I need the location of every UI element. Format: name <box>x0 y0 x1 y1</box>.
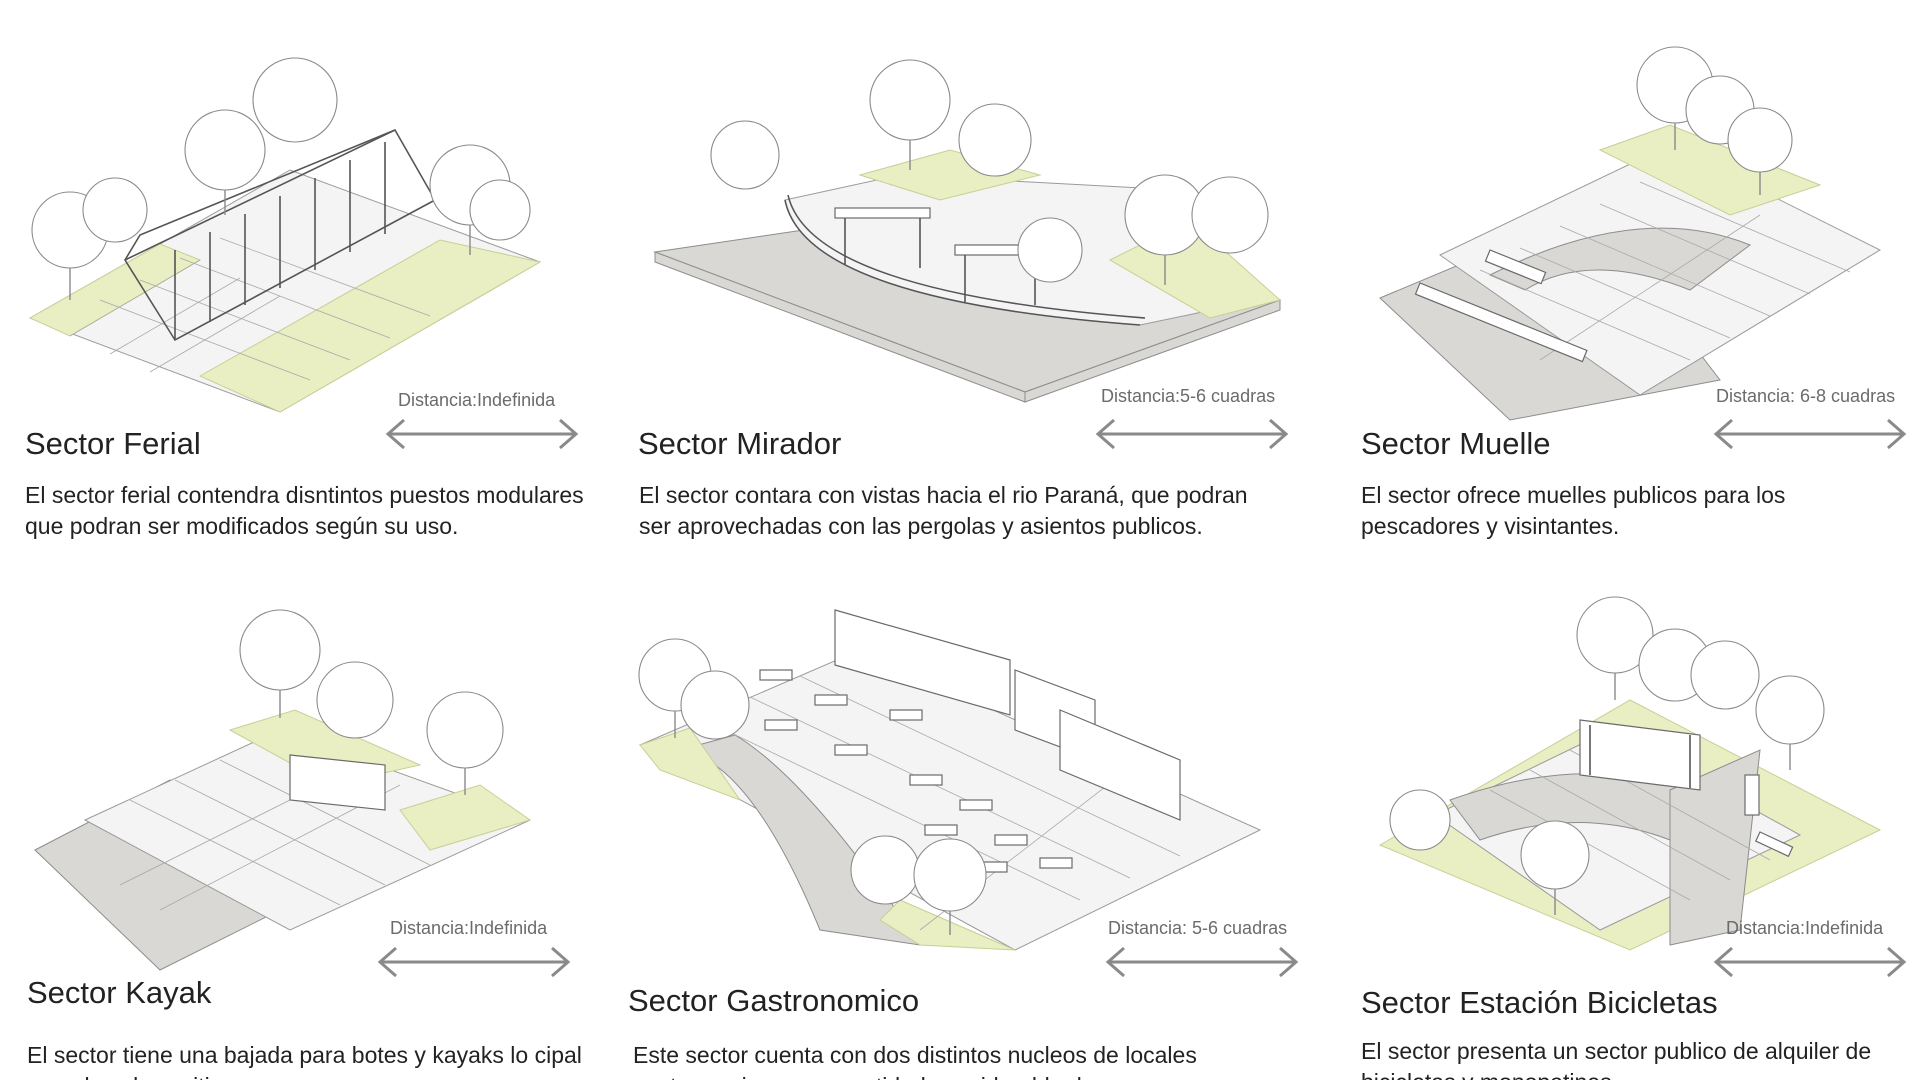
distance-arrow <box>1713 418 1907 450</box>
distance-label: Distancia:Indefinida <box>390 918 548 938</box>
distance-label: Distancia:Indefinida <box>398 390 556 410</box>
distance-arrow <box>377 946 571 978</box>
sector-title: Sector Gastronomico <box>628 983 920 1018</box>
sector-card-gastronomico: Distancia: 5-6 cuadras Sector Gastronomi… <box>620 600 1310 1080</box>
sector-title: Sector Kayak <box>27 975 212 1010</box>
sector-description: El sector contara con vistas hacia el ri… <box>639 482 1248 539</box>
sector-card-mirador: Distancia:5-6 cuadras Sector Mirador El … <box>620 0 1310 590</box>
distance-label: Distancia:Indefinida <box>1726 918 1884 938</box>
kayak-illustration <box>34 609 532 971</box>
sector-description: El sector tiene una bajada para botes y … <box>27 1042 582 1080</box>
muelle-illustration <box>1379 46 1882 421</box>
sector-description: El sector presenta un sector publico de … <box>1361 1038 1872 1080</box>
distance-label: Distancia: 6-8 cuadras <box>1716 386 1896 406</box>
distance-arrow <box>1713 946 1907 978</box>
distance-arrow <box>385 418 579 450</box>
sector-card-ferial: Distancia:Indefinida Sector Ferial El se… <box>0 0 620 590</box>
sector-title: Sector Estación Bicicletas <box>1361 985 1718 1020</box>
sector-description: El sector ofrece muelles publicos para l… <box>1361 482 1786 539</box>
sector-card-kayak: Distancia:Indefinida Sector Kayak El sec… <box>0 600 620 1080</box>
sector-description: El sector ferial contendra disntintos pu… <box>25 482 584 539</box>
bicicletas-illustration <box>1378 596 1882 951</box>
sector-title: Sector Ferial <box>25 426 201 461</box>
sector-title: Sector Muelle <box>1361 426 1551 461</box>
sector-card-estacion-bicicletas: Distancia:Indefinida Sector Estación Bic… <box>1340 596 1920 1080</box>
distance-label: Distancia: 5-6 cuadras <box>1108 918 1288 938</box>
mirador-illustration <box>653 59 1282 403</box>
sector-description: Este sector cuenta con dos distintos nuc… <box>633 1042 1197 1080</box>
distance-arrow <box>1105 946 1299 978</box>
ferial-illustration <box>28 57 542 413</box>
gastronomico-illustration <box>638 609 1262 951</box>
distance-arrow <box>1095 418 1289 450</box>
distance-label: Distancia:5-6 cuadras <box>1101 386 1276 406</box>
sector-title: Sector Mirador <box>638 426 842 461</box>
sector-card-muelle: Distancia: 6-8 cuadras Sector Muelle El … <box>1340 0 1920 590</box>
